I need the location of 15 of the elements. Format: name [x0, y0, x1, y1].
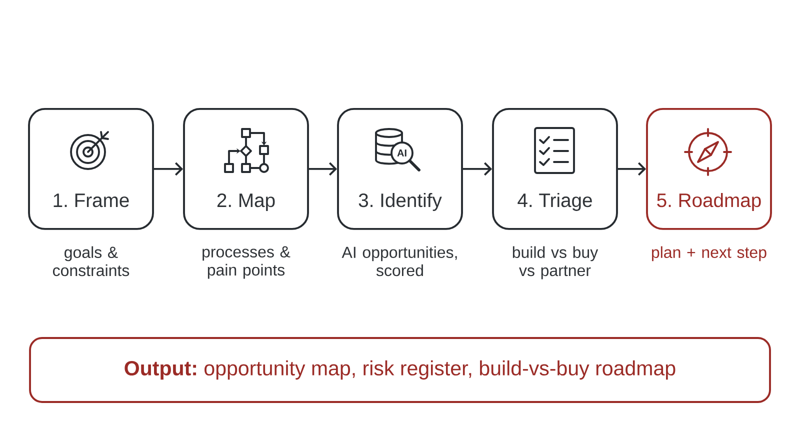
step-box: 1. Frame: [28, 108, 154, 230]
output-box: Output: opportunity map, risk register, build-vs-buy roadmap: [29, 337, 771, 403]
arrow: [618, 162, 646, 176]
step-caption: AI opportunities, scored: [342, 246, 457, 276]
arrow: [308, 162, 338, 176]
arrow: [154, 162, 184, 176]
arrow: [462, 162, 492, 176]
step-box: 4. Triage: [492, 108, 618, 230]
step-caption: build vs buy vs partner: [512, 246, 598, 280]
icon-label: AI: [397, 150, 406, 156]
step-caption: goals & constraints: [53, 246, 130, 276]
step-caption: processes & pain points: [202, 246, 290, 279]
step-caption: plan + next step: [652, 246, 766, 262]
step-box: 5. Roadmap: [646, 108, 772, 230]
step-box: 2. Map: [183, 108, 309, 230]
